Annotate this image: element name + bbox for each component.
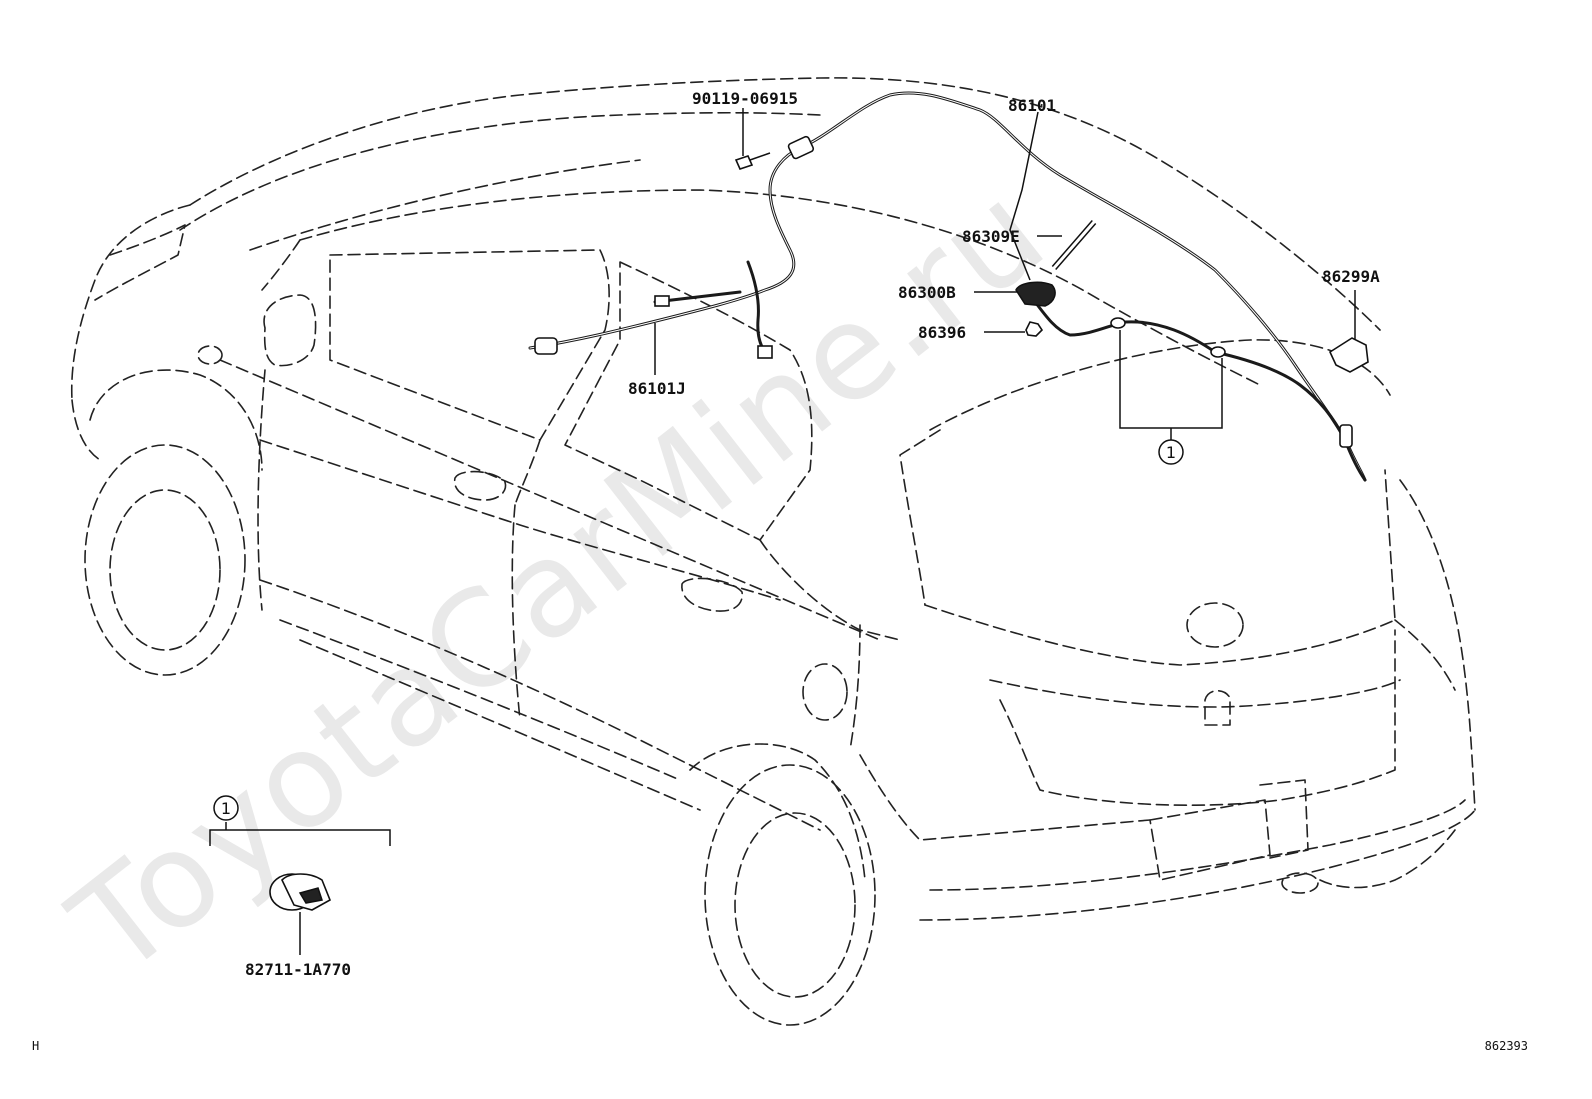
label-cap: 86396 [918, 323, 966, 342]
callout-main: 1 [1158, 439, 1184, 465]
footer-left-code: H [32, 1039, 39, 1053]
label-front-cord: 86101J [628, 379, 686, 398]
label-clamp: 82711-1A770 [245, 960, 351, 979]
clamp-part [269, 873, 332, 911]
leader-lines [209, 108, 1356, 955]
bolt-part [734, 152, 771, 170]
callout-legend-number: 1 [221, 799, 231, 818]
label-antenna-base: 86300B [898, 283, 956, 302]
footer-illustration-number: 862393 [1485, 1039, 1528, 1053]
watermark: ToyotaCarMine.ru [44, 154, 1074, 1006]
label-bolt: 90119-06915 [692, 89, 798, 108]
antenna-base-part [1015, 281, 1056, 307]
callout-legend: 1 [213, 795, 239, 821]
cap-part [1025, 321, 1044, 337]
callout-main-number: 1 [1166, 443, 1176, 462]
label-antenna-cord: 86101 [1008, 96, 1056, 115]
antenna-element-highlight [1052, 220, 1096, 270]
label-antenna-element: 86309E [962, 227, 1020, 246]
antenna-cord-harness [528, 91, 1367, 482]
label-bracket: 86299A [1322, 267, 1380, 286]
bracket-part [1328, 337, 1369, 373]
